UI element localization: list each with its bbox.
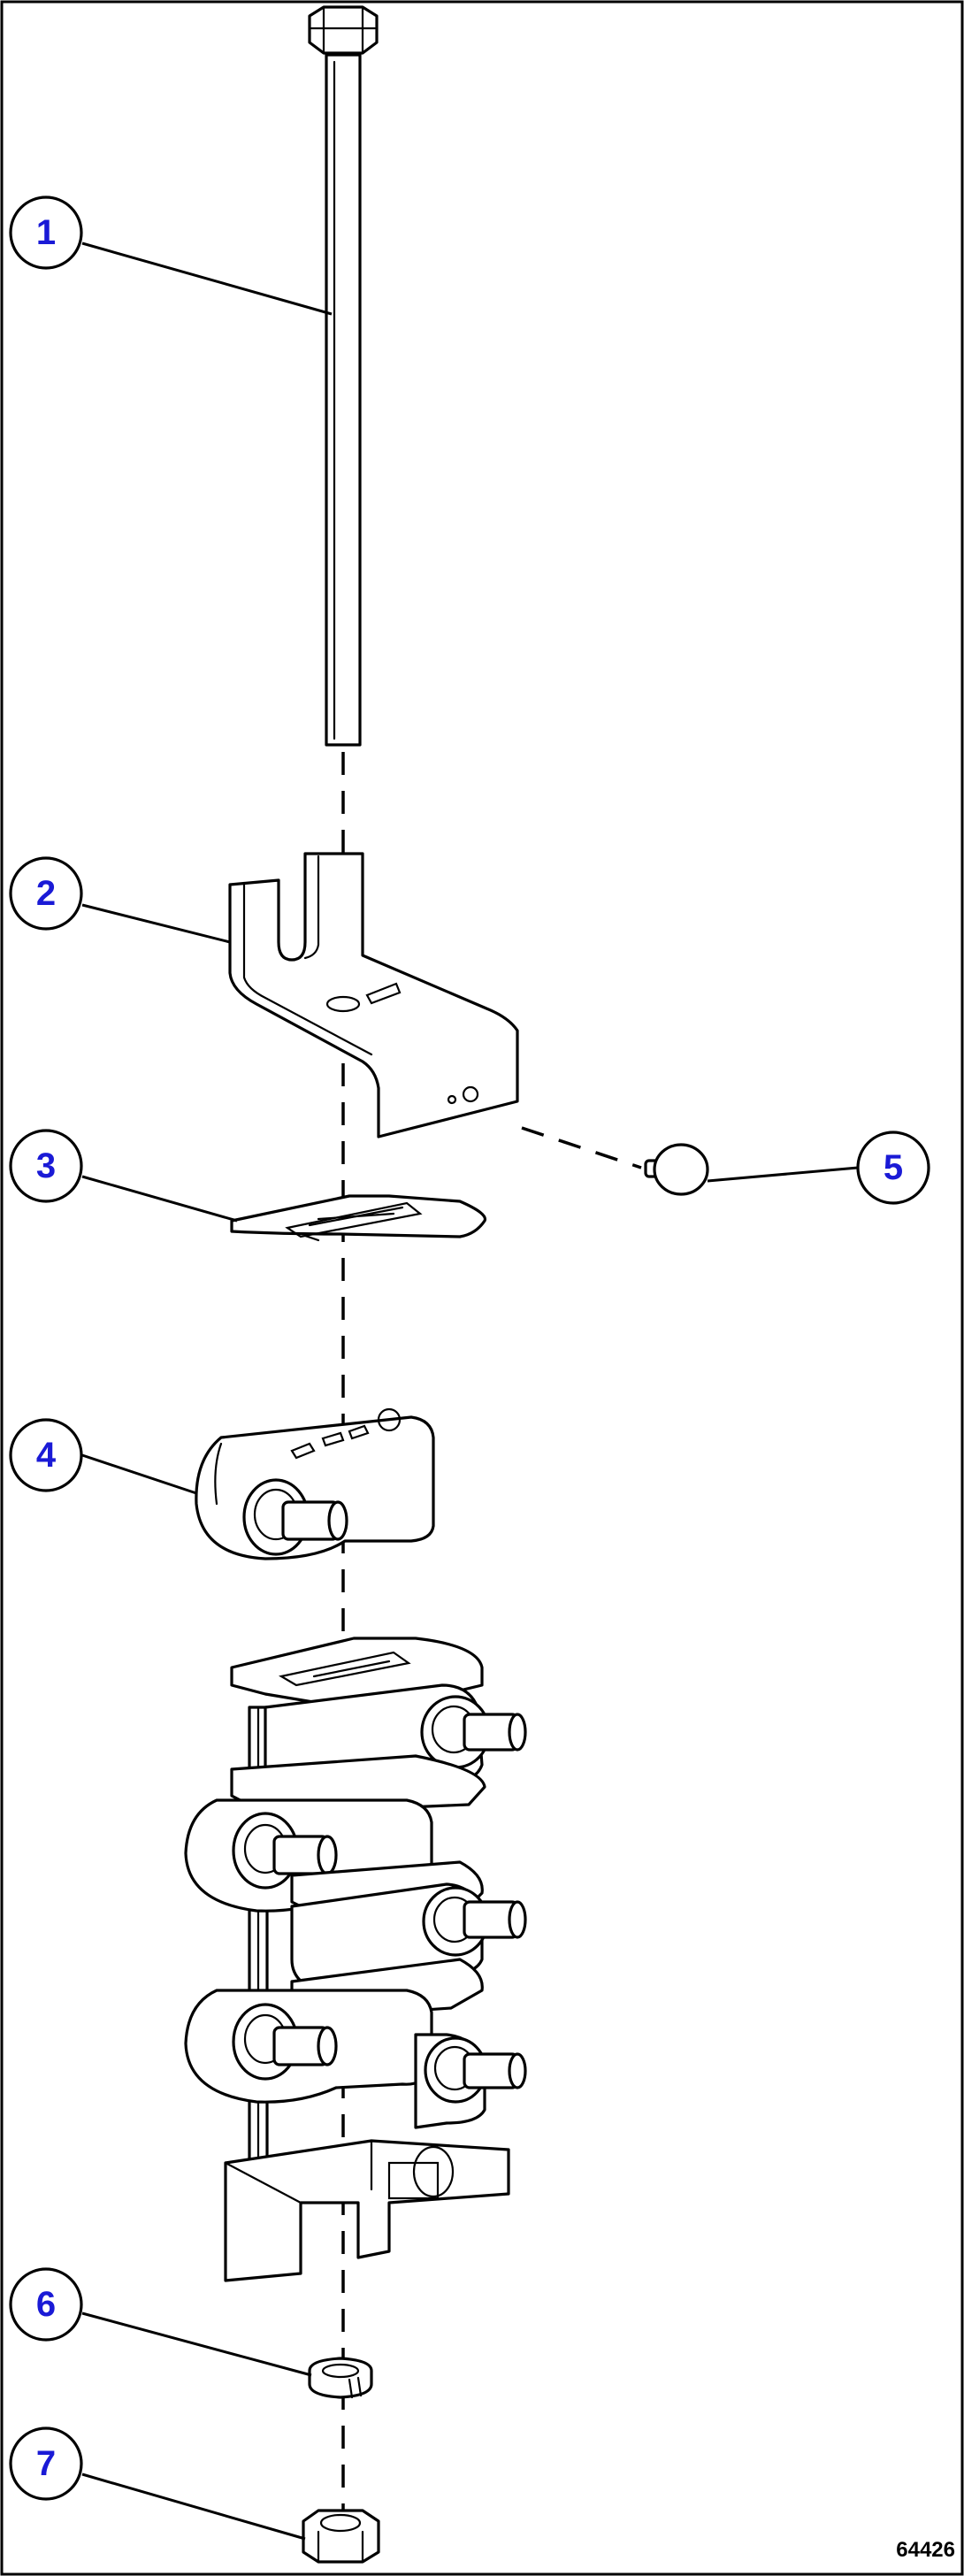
switch-stack-assembly (184, 1637, 527, 2282)
plate-part (230, 1194, 487, 1242)
rivet-part (644, 1143, 709, 1196)
nut-part (302, 2509, 380, 2564)
callout-number: 6 (36, 2285, 56, 2324)
callout-number: 1 (36, 213, 56, 252)
callout-1: 1 (9, 196, 83, 270)
callout-number: 4 (36, 1436, 57, 1475)
callout-2: 2 (9, 856, 83, 931)
leader-line-5 (707, 1166, 859, 1183)
bracket-part (228, 852, 519, 1138)
callout-7: 7 (9, 2426, 83, 2501)
lock-washer-part (308, 2357, 373, 2399)
leader-line-2 (81, 903, 231, 944)
callout-4: 4 (9, 1418, 83, 1492)
leader-line-4 (81, 1453, 197, 1495)
callout-number: 2 (36, 874, 56, 913)
figure-id: 64426 (896, 2538, 955, 2562)
leader-line-6 (81, 2312, 312, 2377)
switch-part (195, 1407, 435, 1560)
rivet-axis (521, 1126, 642, 1169)
callout-5: 5 (856, 1131, 930, 1205)
callout-number: 5 (884, 1148, 903, 1187)
callout-6: 6 (9, 2267, 83, 2342)
callout-3: 3 (9, 1129, 83, 1203)
leader-line-3 (81, 1175, 238, 1223)
leader-line-7 (81, 2472, 306, 2541)
bolt-part (308, 5, 379, 747)
leader-line-1 (81, 242, 333, 316)
callout-number: 3 (36, 1146, 56, 1185)
callout-number: 7 (36, 2444, 56, 2483)
